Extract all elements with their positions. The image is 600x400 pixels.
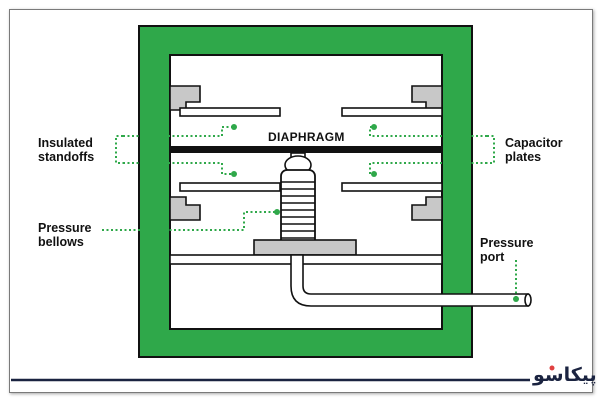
brand-logo: پیکاسو	[533, 364, 597, 386]
capacitor-plate-upper-left	[179, 107, 281, 117]
diaphragm	[170, 146, 442, 153]
standoff-lower-right	[411, 196, 443, 221]
capacitor-plate-lower-left	[179, 182, 281, 192]
standoff-lower-left	[169, 196, 201, 221]
diaphragm-label: DIAPHRAGM	[268, 130, 345, 144]
insulated-standoffs-label: Insulated standoffs	[38, 136, 95, 164]
pressure-bellows-label: Pressure bellows	[38, 221, 92, 249]
capacitor-plates-label: Capacitor plates	[505, 136, 563, 164]
pressure-port-label: Pressure port	[480, 236, 534, 264]
capacitor-plate-lower-right	[341, 182, 443, 192]
bellows-ridges	[281, 181, 315, 239]
leader-dots	[231, 124, 519, 302]
standoff-upper-left	[169, 85, 201, 111]
leader-lines	[102, 126, 517, 297]
base-plate	[169, 254, 443, 265]
logo-accent-dot	[549, 365, 555, 371]
capacitor-plate-upper-right	[341, 107, 443, 117]
bellows-base	[253, 239, 357, 256]
pressure-port-end	[524, 293, 532, 307]
